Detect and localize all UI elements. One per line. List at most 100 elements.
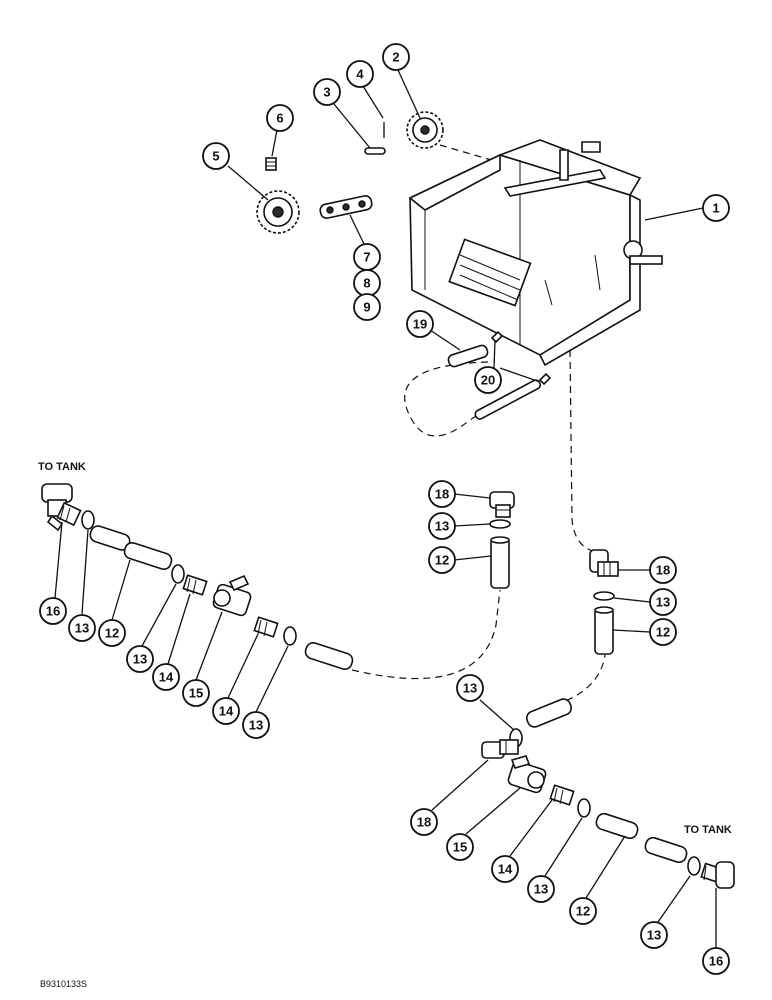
- leader-18c: [431, 759, 489, 811]
- callout-5: 5: [202, 142, 230, 170]
- callout-20: 20: [474, 366, 502, 394]
- leader-13a: [453, 523, 491, 527]
- callout-12-upper: 12: [428, 546, 456, 574]
- callout-13-right-b: 13: [527, 875, 555, 903]
- callout-16-right: 16: [702, 947, 730, 975]
- callout-4: 4: [346, 60, 374, 88]
- clamp-left-2: [171, 564, 185, 584]
- leader-13e: [255, 645, 289, 713]
- leader-5: [227, 165, 269, 201]
- callout-16-left: 16: [39, 597, 67, 625]
- clamp-upper: [489, 519, 511, 529]
- svg-text:7: 7: [363, 250, 370, 265]
- callout-14-left-b: 14: [212, 697, 240, 725]
- hose-upper: [490, 537, 510, 589]
- callout-6: 6: [266, 104, 294, 132]
- svg-text:13: 13: [463, 681, 477, 696]
- svg-text:16: 16: [709, 954, 723, 969]
- svg-text:14: 14: [219, 704, 234, 719]
- svg-text:13: 13: [534, 882, 548, 897]
- callout-2: 2: [382, 43, 410, 71]
- nipple-left-2: [253, 616, 279, 638]
- key-20a: [490, 330, 504, 344]
- assembly-line-right-hose: [554, 654, 606, 706]
- svg-text:8: 8: [363, 276, 370, 291]
- callout-15-right: 15: [446, 833, 474, 861]
- assembly-line-sprocket: [439, 144, 499, 163]
- svg-text:18: 18: [435, 487, 449, 502]
- shaft-19: [447, 344, 489, 368]
- leader-15a: [195, 611, 223, 681]
- svg-text:14: 14: [159, 670, 174, 685]
- svg-text:2: 2: [392, 50, 399, 65]
- callout-15-left: 15: [182, 679, 210, 707]
- shaft-lower: [474, 379, 542, 420]
- svg-text:12: 12: [435, 553, 449, 568]
- sprocket-small: [256, 190, 300, 234]
- to-tank-label-right: TO TANK: [684, 824, 732, 836]
- sprocket-large: [406, 111, 444, 149]
- leader-3: [333, 103, 371, 149]
- leader-18a: [453, 493, 491, 499]
- callout-1: 1: [702, 194, 730, 222]
- clamp-right: [593, 591, 615, 601]
- svg-text:15: 15: [189, 686, 203, 701]
- callout-18-right: 18: [649, 556, 677, 584]
- leader-2: [397, 69, 421, 119]
- leader-20: [493, 339, 541, 383]
- leader-15b: [465, 787, 521, 835]
- assembly-line-left-hose: [351, 589, 501, 680]
- svg-text:12: 12: [656, 625, 670, 640]
- valve-left: [212, 574, 252, 617]
- pin: [364, 147, 386, 155]
- assembly-line-shaft: [404, 361, 499, 437]
- callout-19: 19: [406, 310, 434, 338]
- tank-elbow-right: [700, 861, 735, 889]
- nipple-left-1: [182, 574, 208, 596]
- callout-13-right-mid: 13: [456, 674, 484, 702]
- leader-6: [271, 129, 278, 157]
- figure-id: B9310133S: [40, 979, 87, 989]
- callout-13-left-a: 13: [68, 614, 96, 642]
- svg-text:9: 9: [363, 300, 370, 315]
- hose-right: [594, 607, 614, 655]
- callout-7: 7: [353, 243, 381, 271]
- clamp-left-1: [81, 510, 95, 530]
- callout-13-upper: 13: [428, 512, 456, 540]
- callout-3: 3: [313, 78, 341, 106]
- svg-text:18: 18: [417, 815, 431, 830]
- svg-text:5: 5: [212, 149, 219, 164]
- leader-4: [362, 85, 384, 119]
- callout-12-left: 12: [98, 619, 126, 647]
- hose-right-1: [595, 812, 639, 840]
- svg-text:18: 18: [656, 563, 670, 578]
- leader-19: [429, 329, 461, 351]
- callout-12-right-b: 12: [569, 897, 597, 925]
- callout-9: 9: [353, 293, 381, 321]
- svg-text:12: 12: [105, 626, 119, 641]
- leader-12d: [585, 835, 626, 899]
- callout-18-lower: 18: [410, 808, 438, 836]
- clamp-left-3: [283, 626, 297, 646]
- nipple-right: [549, 784, 575, 806]
- svg-text:13: 13: [435, 519, 449, 534]
- svg-text:15: 15: [453, 840, 467, 855]
- elbow-fitting-upper: [489, 491, 515, 518]
- svg-text:3: 3: [323, 85, 330, 100]
- callout-13-left-b: 13: [126, 645, 154, 673]
- callout-13-right-c: 13: [640, 921, 668, 949]
- callout-13-right: 13: [649, 588, 677, 616]
- hose-right-mid: [525, 698, 573, 728]
- svg-text:19: 19: [413, 317, 427, 332]
- callout-18-upper: 18: [428, 480, 456, 508]
- elbow-right-lower: [481, 739, 519, 759]
- leader-13c: [81, 529, 89, 615]
- leader-7: [349, 214, 365, 245]
- callout-8: 8: [353, 269, 381, 297]
- svg-text:13: 13: [75, 621, 89, 636]
- callout-14-right: 14: [491, 855, 519, 883]
- valve-right: [507, 755, 547, 794]
- to-tank-label-left: TO TANK: [38, 461, 86, 473]
